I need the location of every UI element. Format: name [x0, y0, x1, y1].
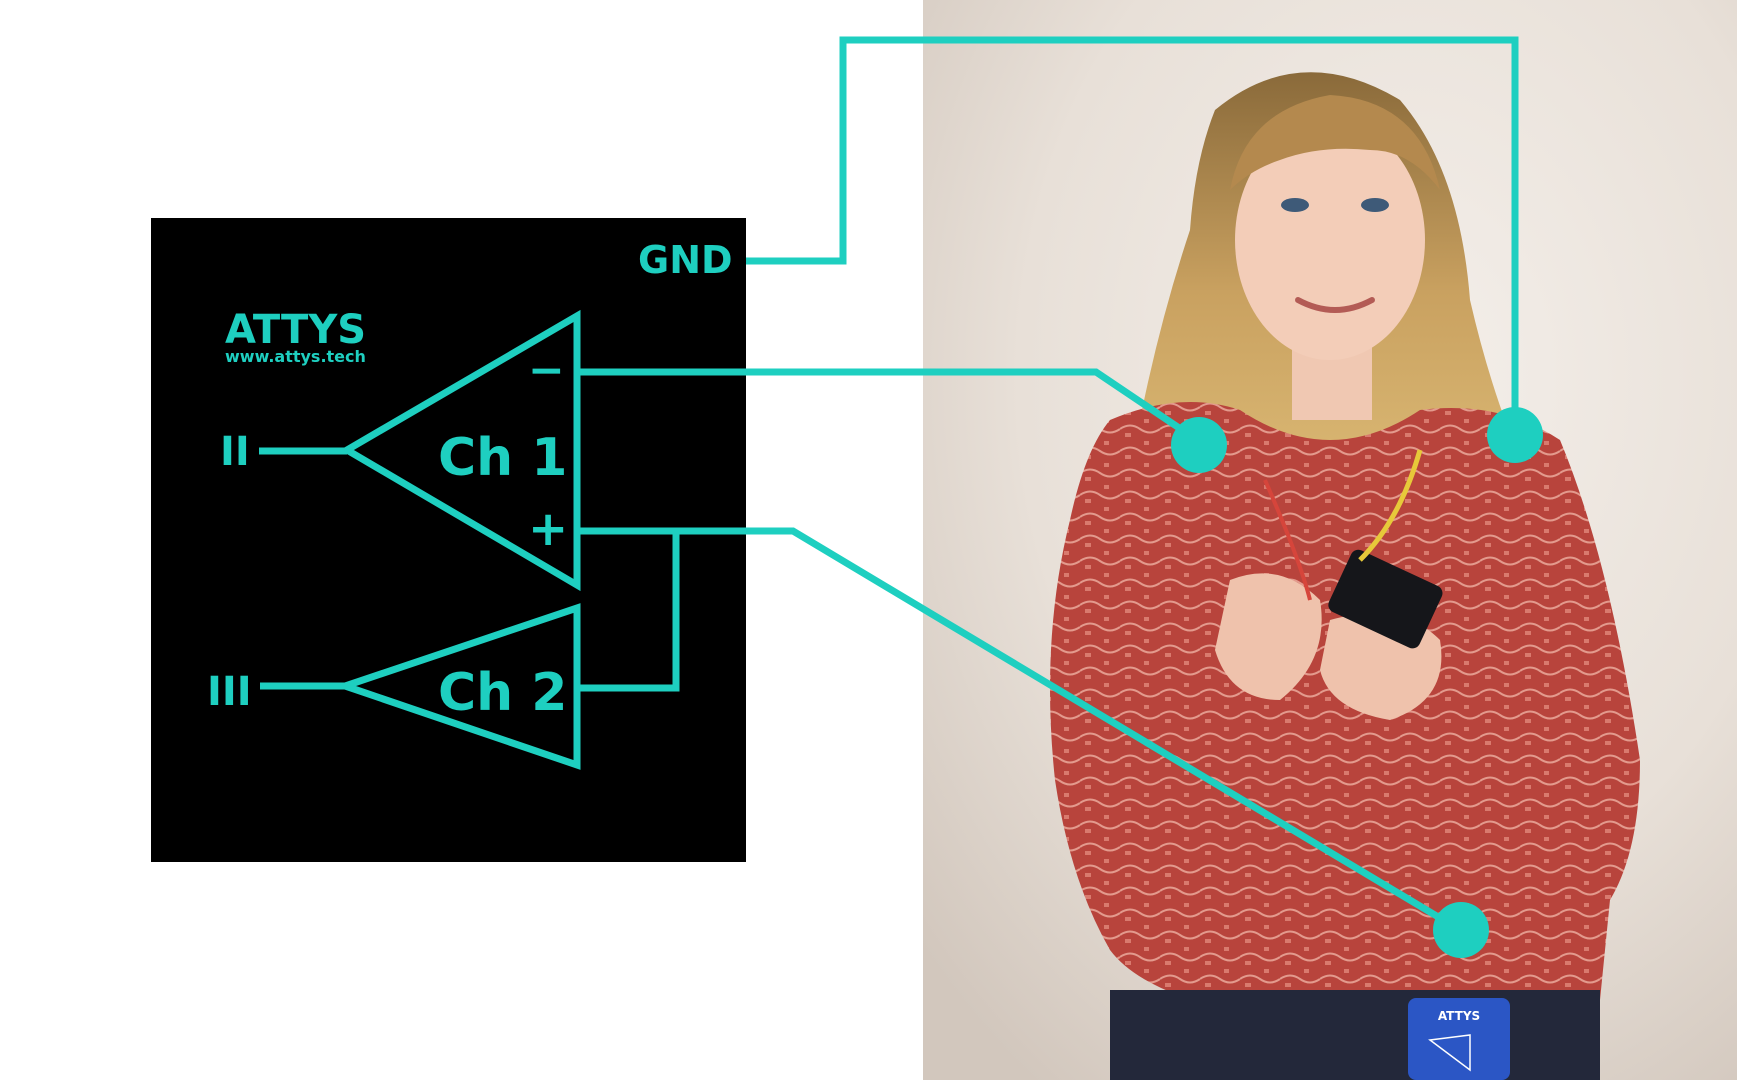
ch1-plus-wire	[577, 527, 1462, 934]
left-eye	[1281, 198, 1309, 212]
ch1-amplifier-symbol	[340, 309, 581, 592]
brand-url: www.attys.tech	[225, 347, 366, 366]
electrode-dot-abdomen	[1433, 902, 1489, 958]
face	[1235, 120, 1425, 360]
electrode-cable-red	[1263, 479, 1312, 601]
minus-input-sign: −	[528, 345, 565, 396]
jeans	[1110, 990, 1600, 1080]
right-eye	[1361, 198, 1389, 212]
smartphone	[1328, 549, 1443, 649]
schematic-box	[151, 218, 746, 862]
attys-device: ATTYS	[1408, 998, 1510, 1080]
plus-input-sign: +	[528, 501, 568, 557]
electrode-dot-left-shoulder	[1487, 407, 1543, 463]
lead-iii-label: III	[207, 669, 252, 715]
hair-fringe	[1230, 95, 1440, 190]
person-photo: ATTYS	[923, 0, 1737, 1080]
shirt	[1050, 402, 1640, 1010]
lead-ii-label: II	[220, 429, 250, 475]
ch2-bridge-wire	[577, 527, 680, 692]
smile	[1295, 297, 1375, 313]
gnd-label: GND	[638, 238, 733, 282]
left-hand	[1215, 573, 1322, 700]
brand-block: ATTYS www.attys.tech	[225, 307, 366, 366]
device-brand-label: ATTYS	[1438, 1009, 1480, 1023]
gnd-wire	[746, 36, 1519, 435]
electrode-dot-right-shoulder	[1171, 417, 1227, 473]
ch1-label: Ch 1	[438, 428, 567, 488]
electrode-cable-yellow	[1358, 449, 1423, 562]
ch2-label: Ch 2	[438, 663, 567, 723]
brand-title: ATTYS	[225, 307, 366, 353]
wiring	[259, 36, 1519, 934]
ch1-minus-wire	[577, 368, 1199, 443]
